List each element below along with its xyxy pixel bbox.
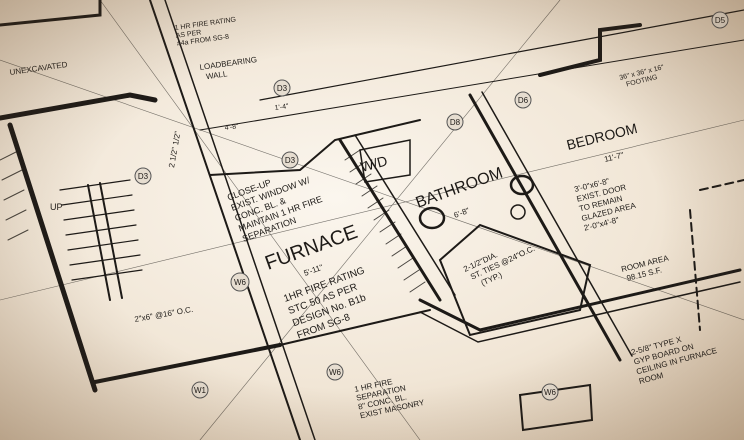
- tag-bubble: W6: [541, 383, 559, 401]
- room-area-note: ROOM AREA 98.15 S.F.: [620, 253, 670, 283]
- svg-text:W1: W1: [194, 386, 207, 395]
- svg-text:W6: W6: [544, 388, 557, 397]
- fire-separation-note: 1 HR FIRE SEPARATION 8" CONC. BL. EXIST …: [354, 377, 426, 420]
- svg-text:WALL: WALL: [205, 69, 228, 81]
- closeup-note: CLOSE-UP EXIST. WINDOW W/ CONC. BL. & MA…: [226, 175, 324, 244]
- svg-text:D3: D3: [277, 84, 288, 93]
- room-label-bathroom: BATHROOM: [414, 165, 506, 212]
- bathroom-dimension: 6'-8": [453, 206, 471, 220]
- door-note: 3'-0"x6'-8" EXIST. DOOR TO REMAIN GLAZED…: [573, 176, 637, 232]
- svg-text:1 HR FIRE RATING: 1 HR FIRE RATING: [174, 16, 236, 32]
- bedroom-dimension: 11'-7": [603, 150, 625, 164]
- joist-note: 2"x6" @16" O.C.: [134, 305, 194, 324]
- gypsum-note: 2-5/8" TYPE X GYP BOARD ON CEILING IN FU…: [630, 335, 718, 386]
- furnace-dimension: 5'-11": [303, 263, 325, 278]
- svg-text:D5: D5: [715, 16, 726, 25]
- svg-text:D8: D8: [450, 118, 461, 127]
- unexcavated-label: UNEXCAVATED: [9, 60, 68, 77]
- tag-bubble: W6: [230, 272, 250, 292]
- loadbearing-label: LOADBEARING WALL: [199, 55, 257, 81]
- dimension-label: 1'-4": [274, 103, 289, 112]
- tag-bubble: D3: [273, 79, 291, 97]
- svg-text:D6: D6: [518, 96, 529, 105]
- svg-text:D3: D3: [138, 172, 149, 181]
- tag-bubble: D6: [514, 91, 532, 109]
- tag-bubble: D5: [711, 11, 729, 29]
- svg-text:LOADBEARING: LOADBEARING: [199, 55, 257, 72]
- tag-bubble: W1: [191, 381, 209, 399]
- svg-text:AS PER: AS PER: [175, 29, 201, 40]
- tag-bubble: W6: [326, 363, 344, 381]
- fire-note-top: 1 HR FIRE RATING AS PER #4a FROM SG-8: [174, 16, 236, 47]
- footing-note: 36" x 36" x 16" FOOTING: [619, 64, 665, 88]
- stair-up-label: UP: [50, 202, 63, 212]
- washer-dryer-label: W/D: [359, 152, 389, 174]
- tag-bubble: D8: [446, 113, 464, 131]
- svg-text:W6: W6: [329, 368, 342, 377]
- svg-text:W6: W6: [234, 278, 247, 287]
- dimension-label: 4'-8": [224, 123, 239, 132]
- dimension-label: 2 1/2" 1/2": [167, 130, 182, 168]
- tag-bubble: D3: [134, 167, 152, 185]
- tag-bubble: D3: [281, 151, 299, 169]
- svg-text:D3: D3: [285, 156, 296, 165]
- fire-rating-note: 1HR FIRE RATING STC 50 AS PER DESIGN No.…: [282, 265, 368, 341]
